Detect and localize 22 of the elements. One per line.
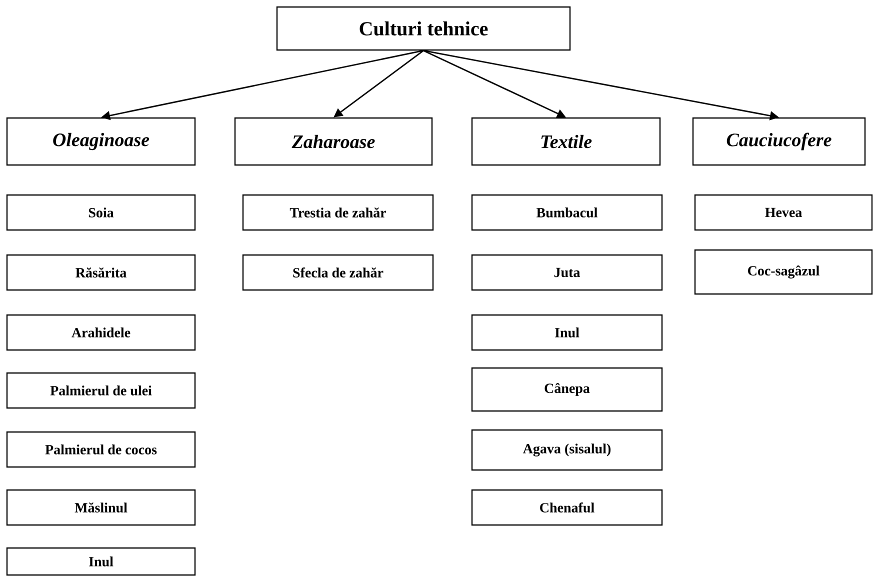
crop-box: Coc-sagâzul [694,249,873,295]
crop-box: Inul [6,547,196,576]
crop-box: Sfecla de zahăr [242,254,434,291]
crop-box: Chenaful [471,489,663,526]
crop-box: Palmierul de cocos [6,431,196,468]
crop-box: Juta [471,254,663,291]
crop-box: Palmierul de ulei [6,372,196,409]
category-box: Textile [471,117,661,166]
crop-box: Inul [471,314,663,351]
crop-box: Soia [6,194,196,231]
crop-box: Bumbacul [471,194,663,231]
crop-box: Cânepa [471,367,663,412]
crop-box: Răsărita [6,254,196,291]
category-box: Oleaginoase [6,117,196,166]
crop-box: Arahidele [6,314,196,351]
crop-box: Hevea [694,194,873,231]
category-box: Zaharoase [234,117,433,166]
crop-box: Agava (sisalul) [471,429,663,471]
crop-box: Trestia de zahăr [242,194,434,231]
category-box: Cauciucofere [692,117,866,166]
crop-box: Măslinul [6,489,196,526]
title-box: Culturi tehnice [276,6,571,51]
